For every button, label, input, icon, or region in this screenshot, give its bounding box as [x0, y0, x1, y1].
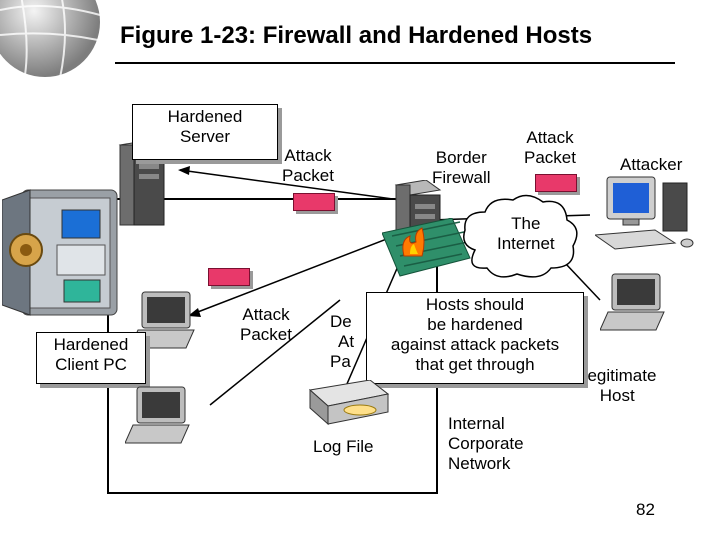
- internet-line-1: The: [511, 214, 541, 233]
- attack-packet-3: [208, 268, 250, 286]
- attack-packet-2-line-2: Packet: [524, 148, 576, 167]
- attack-packet-3-line-1: Attack: [242, 305, 290, 324]
- hosts-should-be-hardened-note: Hosts should be hardened against attack …: [366, 292, 584, 384]
- attacker-label: Attacker: [620, 155, 683, 174]
- hardened-client-line-1: Hardened: [53, 335, 129, 354]
- hardened-server-line-1: Hardened: [167, 107, 243, 126]
- border-firewall-label: Border Firewall: [432, 148, 491, 188]
- internet-line-2: Internet: [497, 234, 555, 253]
- attack-packet-label-2: Attack Packet: [524, 128, 576, 168]
- log-file-drive-icon: [308, 380, 390, 426]
- internal-network-line-1: Internal: [448, 414, 505, 433]
- attack-packet-1-line-2: Packet: [282, 166, 334, 185]
- laptop-icon: [125, 386, 190, 444]
- legitimate-host-line-1: Legitimate: [578, 366, 657, 385]
- legitimate-host-laptop-icon: [600, 273, 665, 331]
- internal-network-label: Internal Corporate Network: [448, 414, 524, 474]
- dropped-packet-partial-label: De At Pa: [330, 312, 354, 372]
- globe-icon: [0, 0, 101, 79]
- legitimate-host-label: Legitimate Host: [578, 366, 656, 406]
- border-firewall-line-1: Border: [435, 148, 487, 167]
- internet-cloud-icon: [463, 194, 578, 278]
- dropped-line-1: De: [330, 312, 352, 331]
- legitimate-host-line-2: Host: [599, 386, 635, 405]
- log-file-label: Log File: [313, 437, 374, 456]
- note-line-1: Hosts should: [425, 295, 525, 314]
- attack-packet-1-line-1: Attack: [284, 146, 332, 165]
- border-firewall-line-2: Firewall: [432, 168, 491, 187]
- internal-network-line-2: Corporate: [448, 434, 524, 453]
- hardened-server-line-2: Server: [179, 127, 231, 146]
- page-title: Figure 1-23: Firewall and Hardened Hosts: [120, 22, 593, 49]
- internet-label: The Internet: [497, 214, 555, 254]
- attack-packet-1: [293, 193, 335, 211]
- attack-packet-2-line-1: Attack: [526, 128, 574, 147]
- note-line-4: that get through: [415, 355, 535, 374]
- hardened-client-label: Hardened Client PC: [36, 332, 146, 384]
- attacker-pc-icon: [595, 176, 694, 250]
- firewall-wall-icon: [382, 218, 471, 277]
- note-line-3: against attack packets: [390, 335, 560, 354]
- hardened-server-label: Hardened Server: [132, 104, 278, 160]
- note-line-2: be hardened: [427, 315, 523, 334]
- internal-network-line-3: Network: [448, 454, 511, 473]
- page-number: 82: [636, 500, 655, 519]
- attack-packet-label-1: Attack Packet: [282, 146, 334, 186]
- title-underline: [115, 62, 675, 64]
- attack-packet-label-3: Attack Packet: [240, 305, 292, 345]
- attack-packet-2: [535, 174, 577, 192]
- vault-icon: [2, 189, 118, 316]
- dropped-line-3: Pa: [330, 352, 351, 371]
- hardened-client-line-2: Client PC: [55, 355, 127, 374]
- attack-packet-3-line-2: Packet: [240, 325, 292, 344]
- dropped-line-2: At: [338, 332, 355, 351]
